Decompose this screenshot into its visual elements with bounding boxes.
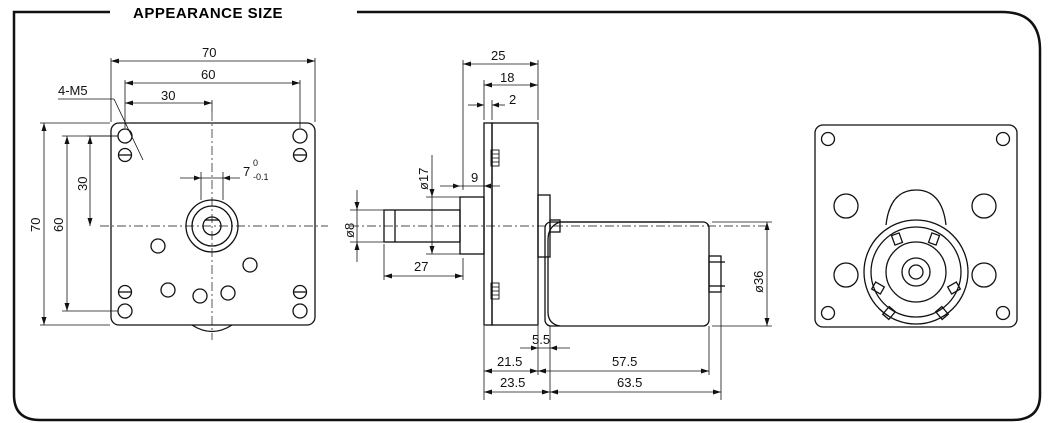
front-hole-3 [160, 282, 176, 298]
side-motor [544, 221, 710, 327]
side-shaft [383, 209, 461, 243]
mount-hole-bl [117, 284, 133, 319]
front-boss [185, 199, 239, 253]
dim-key-tol-lower: -0.1 [253, 172, 269, 182]
dim-holes-60: 60 [201, 67, 215, 82]
rear-gear-hump [885, 189, 947, 226]
dim-side-23-5: 23.5 [500, 375, 525, 390]
side-motor-terminals [708, 255, 722, 293]
rear-hole-r-bot [971, 262, 997, 288]
mount-hole-tr [292, 128, 308, 163]
front-hole-5 [220, 285, 236, 301]
front-hole-2 [242, 257, 258, 273]
dim-width-70: 70 [202, 45, 216, 60]
dim-offset-30-h: 30 [161, 88, 175, 103]
side-boss [459, 196, 485, 255]
mount-hole-tl [117, 128, 133, 163]
dim-holes-60-v: 60 [51, 218, 66, 232]
dim-side-d17: ø17 [416, 168, 431, 190]
dim-side-d36: ø36 [751, 271, 766, 293]
rear-hole-l-top [833, 193, 859, 219]
rear-hole-l-bot [833, 262, 859, 288]
front-view: 70 60 30 4-M5 70 60 [28, 45, 328, 340]
section-title: APPEARANCE SIZE [133, 5, 283, 22]
front-motor-edge [191, 324, 233, 333]
side-view: 25 18 2 ø17 9 ø8 [342, 48, 772, 400]
dim-side-25: 25 [491, 48, 505, 63]
label-4-m5: 4-M5 [58, 83, 88, 98]
dim-side-63-5: 63.5 [617, 375, 642, 390]
dim-side-27: 27 [414, 259, 428, 274]
front-hole-1 [150, 238, 166, 254]
front-boss-inner [191, 205, 233, 247]
mount-hole-br [292, 284, 308, 319]
rear-shaft-end [908, 264, 924, 280]
dim-side-5-5: 5.5 [532, 332, 550, 347]
dim-side-57-5: 57.5 [612, 354, 637, 369]
rear-motor-inner [870, 226, 962, 318]
front-hole-4 [192, 288, 208, 304]
rear-motor-endcap [885, 241, 947, 303]
rear-bearing [901, 257, 931, 287]
dim-key-7: 7 [243, 164, 250, 179]
dim-side-21-5: 21.5 [497, 354, 522, 369]
rear-plate-outline [814, 124, 1018, 328]
dim-offset-30-v: 30 [75, 177, 90, 191]
front-plate-outline [110, 122, 316, 326]
rear-hole-r-top [971, 193, 997, 219]
frame-border [12, 10, 1042, 422]
front-shaft [202, 216, 222, 236]
dim-side-9: 9 [471, 170, 478, 185]
dim-key-tol-upper: 0 [253, 158, 258, 168]
dim-height-70: 70 [28, 218, 43, 232]
rear-motor-can [863, 219, 969, 325]
dim-side-18: 18 [500, 70, 514, 85]
dim-side-2: 2 [509, 92, 516, 107]
dim-side-d8: ø8 [342, 223, 357, 238]
rear-view [814, 124, 1018, 328]
